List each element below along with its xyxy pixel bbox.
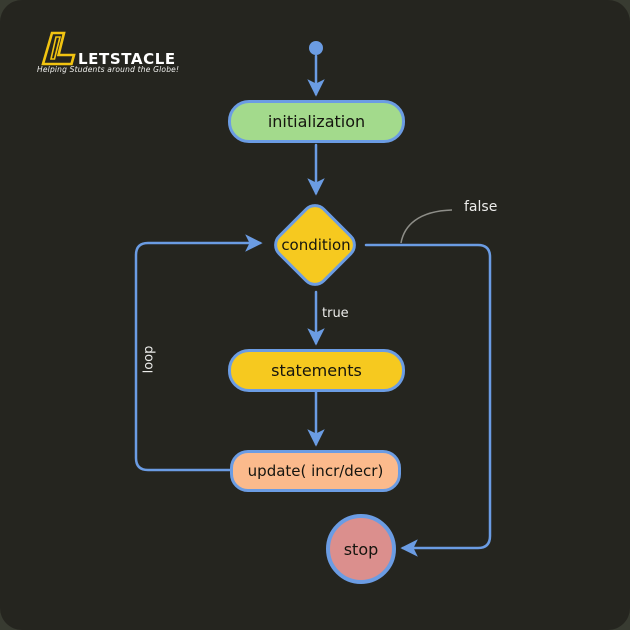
brand-name: LETSTACLE — [78, 50, 176, 68]
node-update: update( incr/decr) — [230, 450, 401, 492]
node-stop-label: stop — [343, 539, 379, 559]
edge-label-loop: loop — [141, 345, 157, 374]
node-statements-label: statements — [271, 361, 362, 380]
edge-label-true: true — [322, 306, 349, 321]
false-label-callout-line — [400, 209, 453, 244]
node-initialization-label: initialization — [267, 112, 366, 131]
brand-tagline: Helping Students around the Globe! — [37, 65, 180, 74]
brand-logo: LETSTACLE Helping Students around the Gl… — [36, 28, 216, 84]
node-initialization: initialization — [228, 100, 405, 143]
letstacle-logo-icon — [41, 31, 76, 66]
edge-label-false: false — [464, 199, 498, 215]
node-stop: stop — [326, 514, 396, 584]
start-dot — [309, 41, 323, 55]
node-statements: statements — [228, 349, 405, 392]
node-update-label: update( incr/decr) — [247, 462, 384, 480]
node-condition-label: condition — [281, 236, 351, 254]
edge-false-condition-to-stop — [364, 243, 492, 557]
